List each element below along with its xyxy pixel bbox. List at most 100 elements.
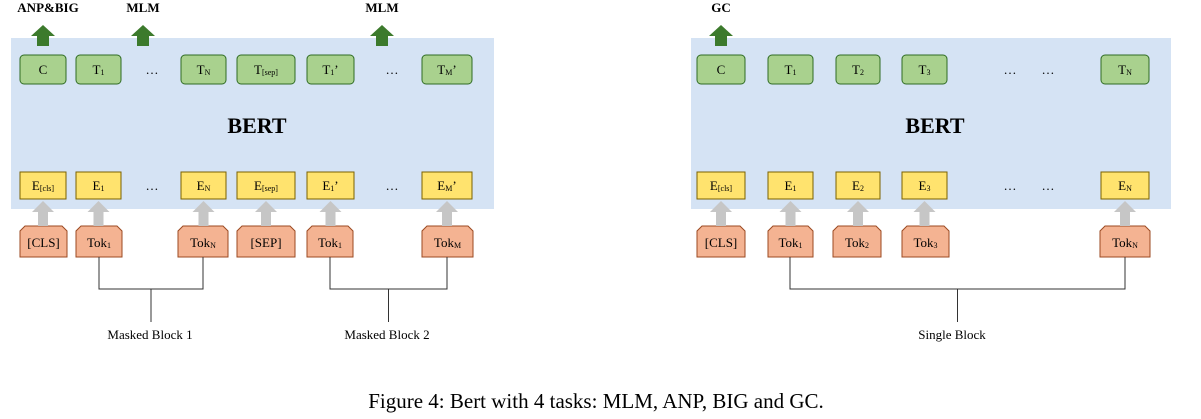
right-embedding-label-3-main: E: [919, 178, 927, 193]
left-token-label-5-sub: M: [454, 241, 461, 250]
left-output-label-1: T1: [93, 62, 105, 77]
left-embedding-label-4-main: E: [322, 178, 330, 193]
right-embedding-label-2-sub: 2: [860, 184, 864, 193]
left-token-label-4-main: Tok: [318, 235, 339, 250]
right-embedding-label-1: E1: [785, 178, 797, 193]
right-embedding-label-0-sub: [cls]: [718, 184, 733, 193]
right-embedding-label-1-sub: 1: [792, 184, 796, 193]
right-embedding-label-2-main: E: [852, 178, 860, 193]
left-embedding-box-0: [19, 171, 67, 200]
right-token-label-0: [CLS]: [705, 235, 738, 250]
top-label-anp-big: ANP&BIG: [17, 0, 78, 15]
right-output-ellipsis-2: …: [1042, 62, 1055, 77]
right-token-label-3-sub: 3: [934, 241, 938, 250]
right-output-label-2: T2: [852, 62, 864, 77]
right-embedding-label-4-sub: N: [1126, 184, 1132, 193]
left-token-box-0: [19, 225, 68, 258]
left-embedding-ellipsis-1: …: [146, 178, 159, 193]
left-embedding-label-4: E1’: [322, 178, 338, 193]
figure-caption: Figure 4: Bert with 4 tasks: MLM, ANP, B…: [368, 389, 824, 413]
right-token-label-3: Tok3: [913, 235, 937, 250]
right-embedding-box-3: [901, 171, 948, 200]
right-input-arrow-1: [779, 201, 802, 226]
left-input-arrow-0: [32, 201, 54, 226]
right-token-box-3: [901, 225, 950, 258]
right-output-box-0: [696, 54, 746, 85]
right-token-label-1: Tok1: [778, 235, 802, 250]
left-embedding-label-5-main: E: [437, 178, 445, 193]
right-token-box-2: [832, 225, 882, 258]
left-token-label-0-main: [CLS]: [27, 235, 60, 250]
right-output-label-1-main: T: [785, 62, 793, 77]
left-output-label-5: TM’: [437, 62, 456, 77]
left-token-label-3-main: [SEP]: [250, 235, 281, 250]
block-label-single: Single Block: [918, 327, 986, 342]
left-embedding-label-3-main: E: [254, 178, 262, 193]
left-output-label-4-suffix: ’: [334, 62, 338, 77]
right-token-label-4-sub: N: [1132, 241, 1138, 250]
right-output-box-2: [835, 54, 881, 85]
left-output-label-0-main: C: [39, 62, 48, 77]
right-token-box-1: [767, 225, 814, 258]
right-output-label-4-main: T: [1118, 62, 1126, 77]
right-output-box-3: [901, 54, 948, 85]
right-token-label-3-main: Tok: [913, 235, 934, 250]
left-output-label-3: T[sep]: [254, 62, 278, 77]
right-output-label-2-sub: 2: [860, 68, 864, 77]
right-output-label-4: TN: [1118, 62, 1132, 77]
right-output-label-3-sub: 3: [926, 68, 930, 77]
left-token-label-4-sub: 1: [338, 241, 342, 250]
left-embedding-label-1-sub: 1: [100, 184, 104, 193]
right-token-label-2: Tok2: [845, 235, 869, 250]
left-embedding-box-1: [75, 171, 122, 200]
left-token-label-0: [CLS]: [27, 235, 60, 250]
left-input-arrow-1: [87, 201, 110, 226]
left-output-box-0: [19, 54, 67, 85]
right-token-label-1-main: Tok: [778, 235, 799, 250]
block-label-masked-2: Masked Block 2: [344, 327, 429, 342]
left-embedding-label-1: E1: [93, 178, 105, 193]
right-embedding-box-1: [767, 171, 814, 200]
left-token-box-4: [306, 225, 354, 258]
right-output-label-0-main: C: [717, 62, 726, 77]
left-token-label-2-main: Tok: [190, 235, 211, 250]
left-output-label-2: TN: [197, 62, 211, 77]
left-embedding-label-0: E[cls]: [32, 178, 55, 193]
left-embedding-box-2: [180, 171, 227, 200]
left-token-label-5: TokM: [434, 235, 461, 250]
right-embedding-label-2: E2: [852, 178, 864, 193]
left-input-arrow-3: [255, 201, 277, 226]
left-embedding-label-2: EN: [197, 178, 211, 193]
right-embedding-label-1-main: E: [785, 178, 793, 193]
left-embedding-box-5: [421, 171, 473, 200]
bracket-single-block: [789, 257, 1126, 322]
green-arrow-mlm-2: [370, 25, 394, 46]
right-embedding-box-2: [835, 171, 881, 200]
right-token-label-1-sub: 1: [799, 241, 803, 250]
left-token-label-1-main: Tok: [87, 235, 108, 250]
left-embedding-label-0-main: E: [32, 178, 40, 193]
right-embedding-box-4: [1100, 171, 1150, 200]
left-bert-label: BERT: [227, 113, 286, 138]
left-embedding-label-2-sub: N: [205, 184, 211, 193]
right-token-label-2-sub: 2: [865, 241, 869, 250]
left-output-label-5-main: T: [437, 62, 445, 77]
left-output-box-2: [180, 54, 227, 85]
right-input-arrow-3: [913, 201, 936, 226]
bracket-masked-block-1: [98, 257, 204, 322]
left-output-ellipsis-1: …: [146, 62, 159, 77]
left-token-box-3: [236, 225, 296, 258]
right-embedding-label-3-sub: 3: [926, 184, 930, 193]
right-output-label-2-main: T: [852, 62, 860, 77]
right-output-label-3-main: T: [919, 62, 927, 77]
top-label-gc: GC: [711, 0, 731, 15]
left-output-label-4-sub: 1: [330, 68, 334, 77]
left-embedding-label-2-main: E: [197, 178, 205, 193]
left-token-label-2: TokN: [190, 235, 216, 250]
left-token-label-5-main: Tok: [434, 235, 455, 250]
right-token-box-4: [1099, 225, 1151, 258]
right-output-label-3: T3: [919, 62, 931, 77]
right-token-label-2-main: Tok: [845, 235, 866, 250]
bracket-masked-block-2: [329, 257, 448, 322]
